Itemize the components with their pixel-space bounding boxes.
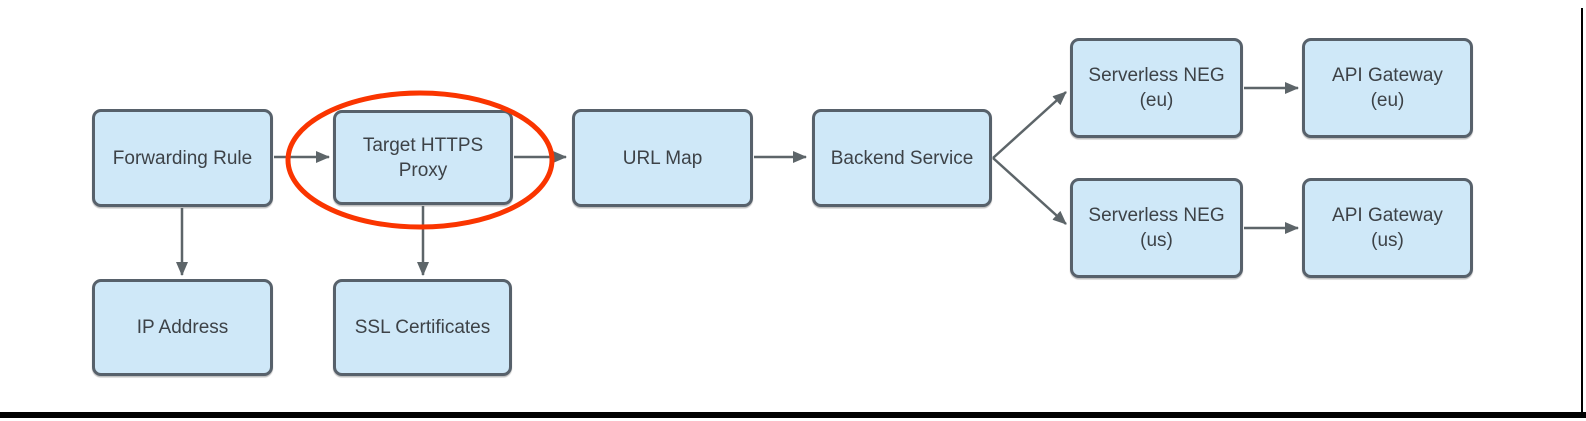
node-target-https-proxy: Target HTTPS Proxy (333, 110, 513, 205)
node-label: API Gateway (1332, 65, 1443, 86)
node-ssl-certificates: SSL Certificates (333, 279, 512, 376)
node-serverless-neg-us: Serverless NEG (us) (1070, 178, 1243, 278)
page-bottom-border (0, 412, 1586, 418)
node-sublabel: Proxy (398, 159, 448, 181)
node-api-gateway-eu: API Gateway (eu) (1302, 38, 1473, 138)
node-label: Serverless NEG (1088, 65, 1225, 86)
node-label: IP Address (136, 317, 229, 338)
node-api-gateway-us: API Gateway (us) (1302, 178, 1473, 278)
node-label: SSL Certificates (354, 317, 491, 338)
node-sublabel: (eu) (1139, 90, 1174, 111)
node-url-map: URL Map (572, 109, 753, 207)
node-forwarding-rule: Forwarding Rule (92, 109, 273, 207)
node-ip-address: IP Address (92, 279, 273, 376)
node-sublabel: (eu) (1370, 90, 1405, 111)
node-label: API Gateway (1332, 205, 1443, 226)
page-right-border (1581, 8, 1583, 418)
node-label: Target HTTPS (362, 134, 484, 156)
node-label: Backend Service (830, 147, 974, 169)
node-label: URL Map (622, 147, 703, 169)
edge-backend-service-to-serverless-neg-eu (992, 91, 1067, 159)
node-backend-service: Backend Service (812, 109, 992, 207)
node-sublabel: (us) (1371, 230, 1404, 251)
node-serverless-neg-eu: Serverless NEG (eu) (1070, 38, 1243, 138)
edge-backend-service-to-serverless-neg-us (992, 157, 1067, 225)
node-label: Forwarding Rule (112, 147, 253, 169)
node-label: Serverless NEG (1088, 205, 1225, 226)
node-sublabel: (us) (1140, 230, 1173, 251)
